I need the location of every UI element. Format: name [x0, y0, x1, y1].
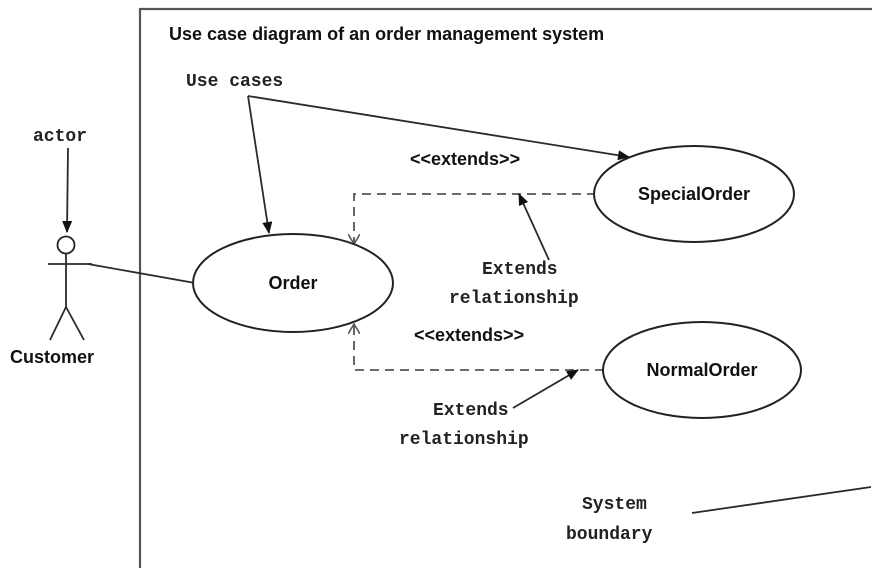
system-boundary-pointer	[691, 486, 872, 514]
system-boundary	[138, 7, 872, 568]
use-case-order-shape	[192, 233, 394, 333]
extends-relationship-annotation-bottom-line1: Extends	[433, 401, 509, 421]
use-case-special-order-label: SpecialOrder	[638, 184, 750, 204]
use-case-order-label: Order	[268, 273, 317, 293]
association-line	[87, 263, 196, 284]
actor-name: Customer	[10, 347, 94, 367]
system-boundary-annotation-line1: System	[582, 495, 647, 515]
extends-connector-normal	[354, 324, 604, 371]
use-cases-arrow-to-special-order	[247, 95, 630, 161]
extends-relationship-annotation-top-line2: relationship	[449, 289, 579, 309]
extends-relationship-annotation-bottom-line2: relationship	[399, 430, 529, 450]
extends-relationship-annotation-top-line1: Extends	[482, 260, 558, 280]
actor-annotation: actor	[33, 127, 87, 147]
actor-annotation-arrow	[62, 147, 73, 233]
use-case-special-order-shape	[593, 145, 795, 243]
extends-label-top: <<extends>>	[410, 149, 520, 169]
use-case-normal-order[interactable]: NormalOrder	[602, 321, 802, 419]
use-case-special-order[interactable]: SpecialOrder	[593, 145, 795, 243]
use-cases-arrow-to-order	[247, 95, 273, 234]
extends-relationship-arrow-top	[518, 193, 550, 261]
actor-figure	[48, 235, 92, 341]
actor-right-leg	[65, 306, 85, 341]
use-case-order[interactable]: Order	[192, 233, 394, 333]
extends-label-bottom: <<extends>>	[414, 325, 524, 345]
use-case-normal-order-shape	[602, 321, 802, 419]
system-boundary-annotation-line2: boundary	[566, 525, 653, 545]
use-cases-annotation: Use cases	[186, 72, 283, 92]
extends-connector-special	[354, 193, 596, 244]
use-case-normal-order-label: NormalOrder	[646, 360, 757, 380]
extends-relationship-arrow-bottom	[512, 369, 579, 409]
actor-head	[56, 235, 76, 255]
diagram-title: Use case diagram of an order management …	[169, 24, 604, 44]
actor-left-leg	[49, 306, 67, 341]
